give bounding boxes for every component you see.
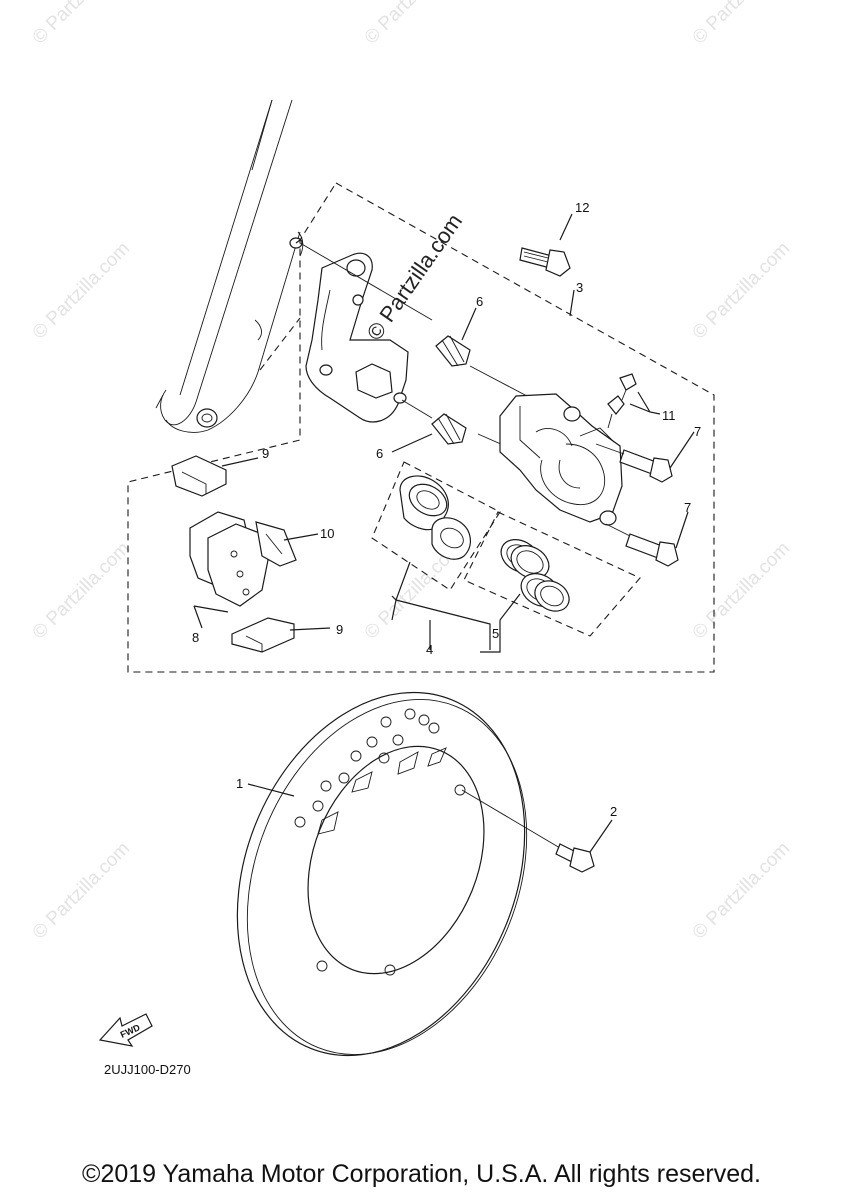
callout-3: 3 — [576, 280, 583, 295]
brake-pads — [189, 511, 269, 607]
disc-bolt — [461, 789, 595, 873]
watermark: © Partzilla.com — [29, 238, 134, 343]
bolt-lower — [605, 523, 679, 567]
callout-8: 8 — [192, 630, 199, 645]
caliper-body — [499, 393, 623, 526]
watermark: © Partzilla.com — [361, 0, 466, 49]
watermark: © Partzilla.com — [689, 238, 794, 343]
seal-set — [500, 539, 570, 612]
bolt-top — [519, 247, 571, 277]
diagram-code: 2UJJ100-D270 — [104, 1062, 191, 1077]
piston-kit-outline — [371, 461, 501, 591]
fork-leg — [155, 99, 304, 433]
callout-4: 4 — [426, 642, 433, 657]
forward-arrow-icon: FWD — [98, 1013, 153, 1047]
callout-1: 1 — [236, 776, 243, 791]
mounting-guide-line — [259, 317, 301, 371]
watermark: © Partzilla.com — [29, 0, 134, 49]
brake-disc — [236, 691, 528, 1057]
leader-lines — [193, 213, 695, 853]
callout-12: 12 — [575, 200, 589, 215]
watermark: © Partzilla.com — [29, 538, 134, 643]
boot-upper — [435, 335, 471, 367]
caliper-assembly-outline — [127, 182, 715, 673]
callout-5: 5 — [492, 626, 499, 641]
pad-support-upper — [171, 455, 227, 497]
piston-set — [399, 475, 471, 560]
pin-axis-line — [401, 399, 433, 419]
pad-support-lower — [231, 617, 295, 653]
pad-shim — [255, 521, 297, 567]
callout-6-upper: 6 — [476, 294, 483, 309]
callout-9-lower: 9 — [336, 622, 343, 637]
callout-7-lower: 7 — [684, 500, 691, 515]
callout-9-upper: 9 — [262, 446, 269, 461]
callout-7-upper: 7 — [694, 424, 701, 439]
pin-axis-line — [299, 242, 433, 321]
watermark: © Partzilla.com — [689, 838, 794, 943]
seal-kit-outline — [463, 511, 641, 637]
callout-11: 11 — [662, 408, 676, 423]
callout-10: 10 — [320, 526, 334, 541]
copyright-notice: ©2019 Yamaha Motor Corporation, U.S.A. A… — [82, 1160, 761, 1188]
callout-6-lower: 6 — [376, 446, 383, 461]
watermark: © Partzilla.com — [29, 838, 134, 943]
bolt-upper — [595, 443, 673, 483]
watermark: © Partzilla.com — [689, 538, 794, 643]
watermark: © Partzilla.com — [689, 0, 794, 49]
mounting-guide-line — [295, 239, 301, 244]
callouts: 12 3 6 11 7 6 9 7 10 9 8 5 4 1 2 — [192, 200, 701, 819]
watermark-main: © Partzilla.com — [362, 209, 468, 345]
boot-lower — [431, 413, 467, 445]
callout-2: 2 — [610, 804, 617, 819]
caliper-bracket — [305, 252, 409, 423]
bleed-screw — [607, 373, 637, 429]
